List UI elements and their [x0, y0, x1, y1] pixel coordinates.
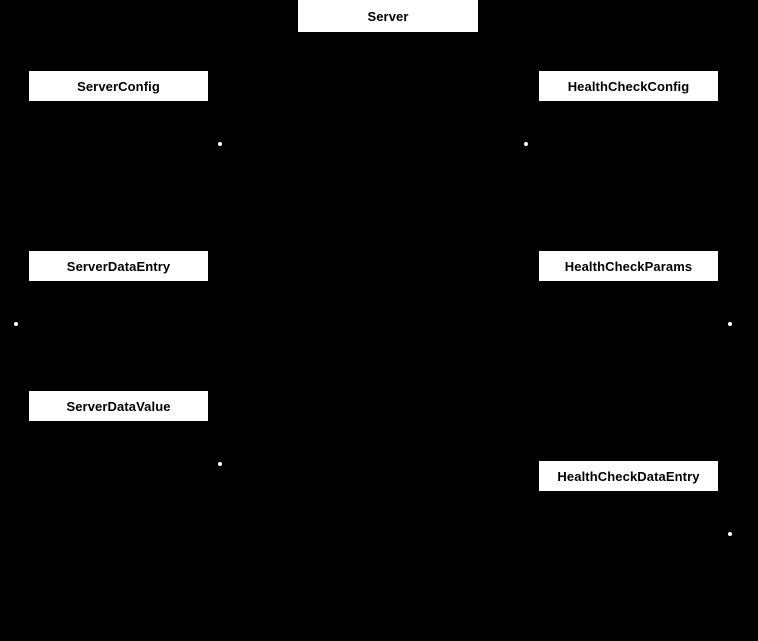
connector-endpoint-marker-3 [14, 322, 18, 326]
class-node-server-data-entry[interactable]: ServerDataEntry [29, 251, 208, 281]
class-node-label: HealthCheckDataEntry [557, 468, 700, 484]
connector-endpoint-marker-6 [728, 532, 732, 536]
class-node-label: HealthCheckConfig [567, 78, 690, 94]
class-node-label: ServerDataEntry [66, 258, 171, 274]
class-node-server[interactable]: Server [298, 0, 478, 32]
class-node-health-check-data-entry[interactable]: HealthCheckDataEntry [539, 461, 718, 491]
class-node-server-config[interactable]: ServerConfig [29, 71, 208, 101]
connector-endpoint-marker-2 [524, 142, 528, 146]
class-node-label: Server [367, 8, 409, 24]
connector-endpoint-marker-5 [218, 462, 222, 466]
class-node-health-check-config[interactable]: HealthCheckConfig [539, 71, 718, 101]
connector-endpoint-marker-1 [218, 142, 222, 146]
class-node-server-data-value[interactable]: ServerDataValue [29, 391, 208, 421]
connector-endpoint-marker-4 [728, 322, 732, 326]
class-node-health-check-params[interactable]: HealthCheckParams [539, 251, 718, 281]
class-node-label: HealthCheckParams [564, 258, 693, 274]
class-node-label: ServerDataValue [66, 398, 171, 414]
class-node-label: ServerConfig [77, 78, 160, 94]
